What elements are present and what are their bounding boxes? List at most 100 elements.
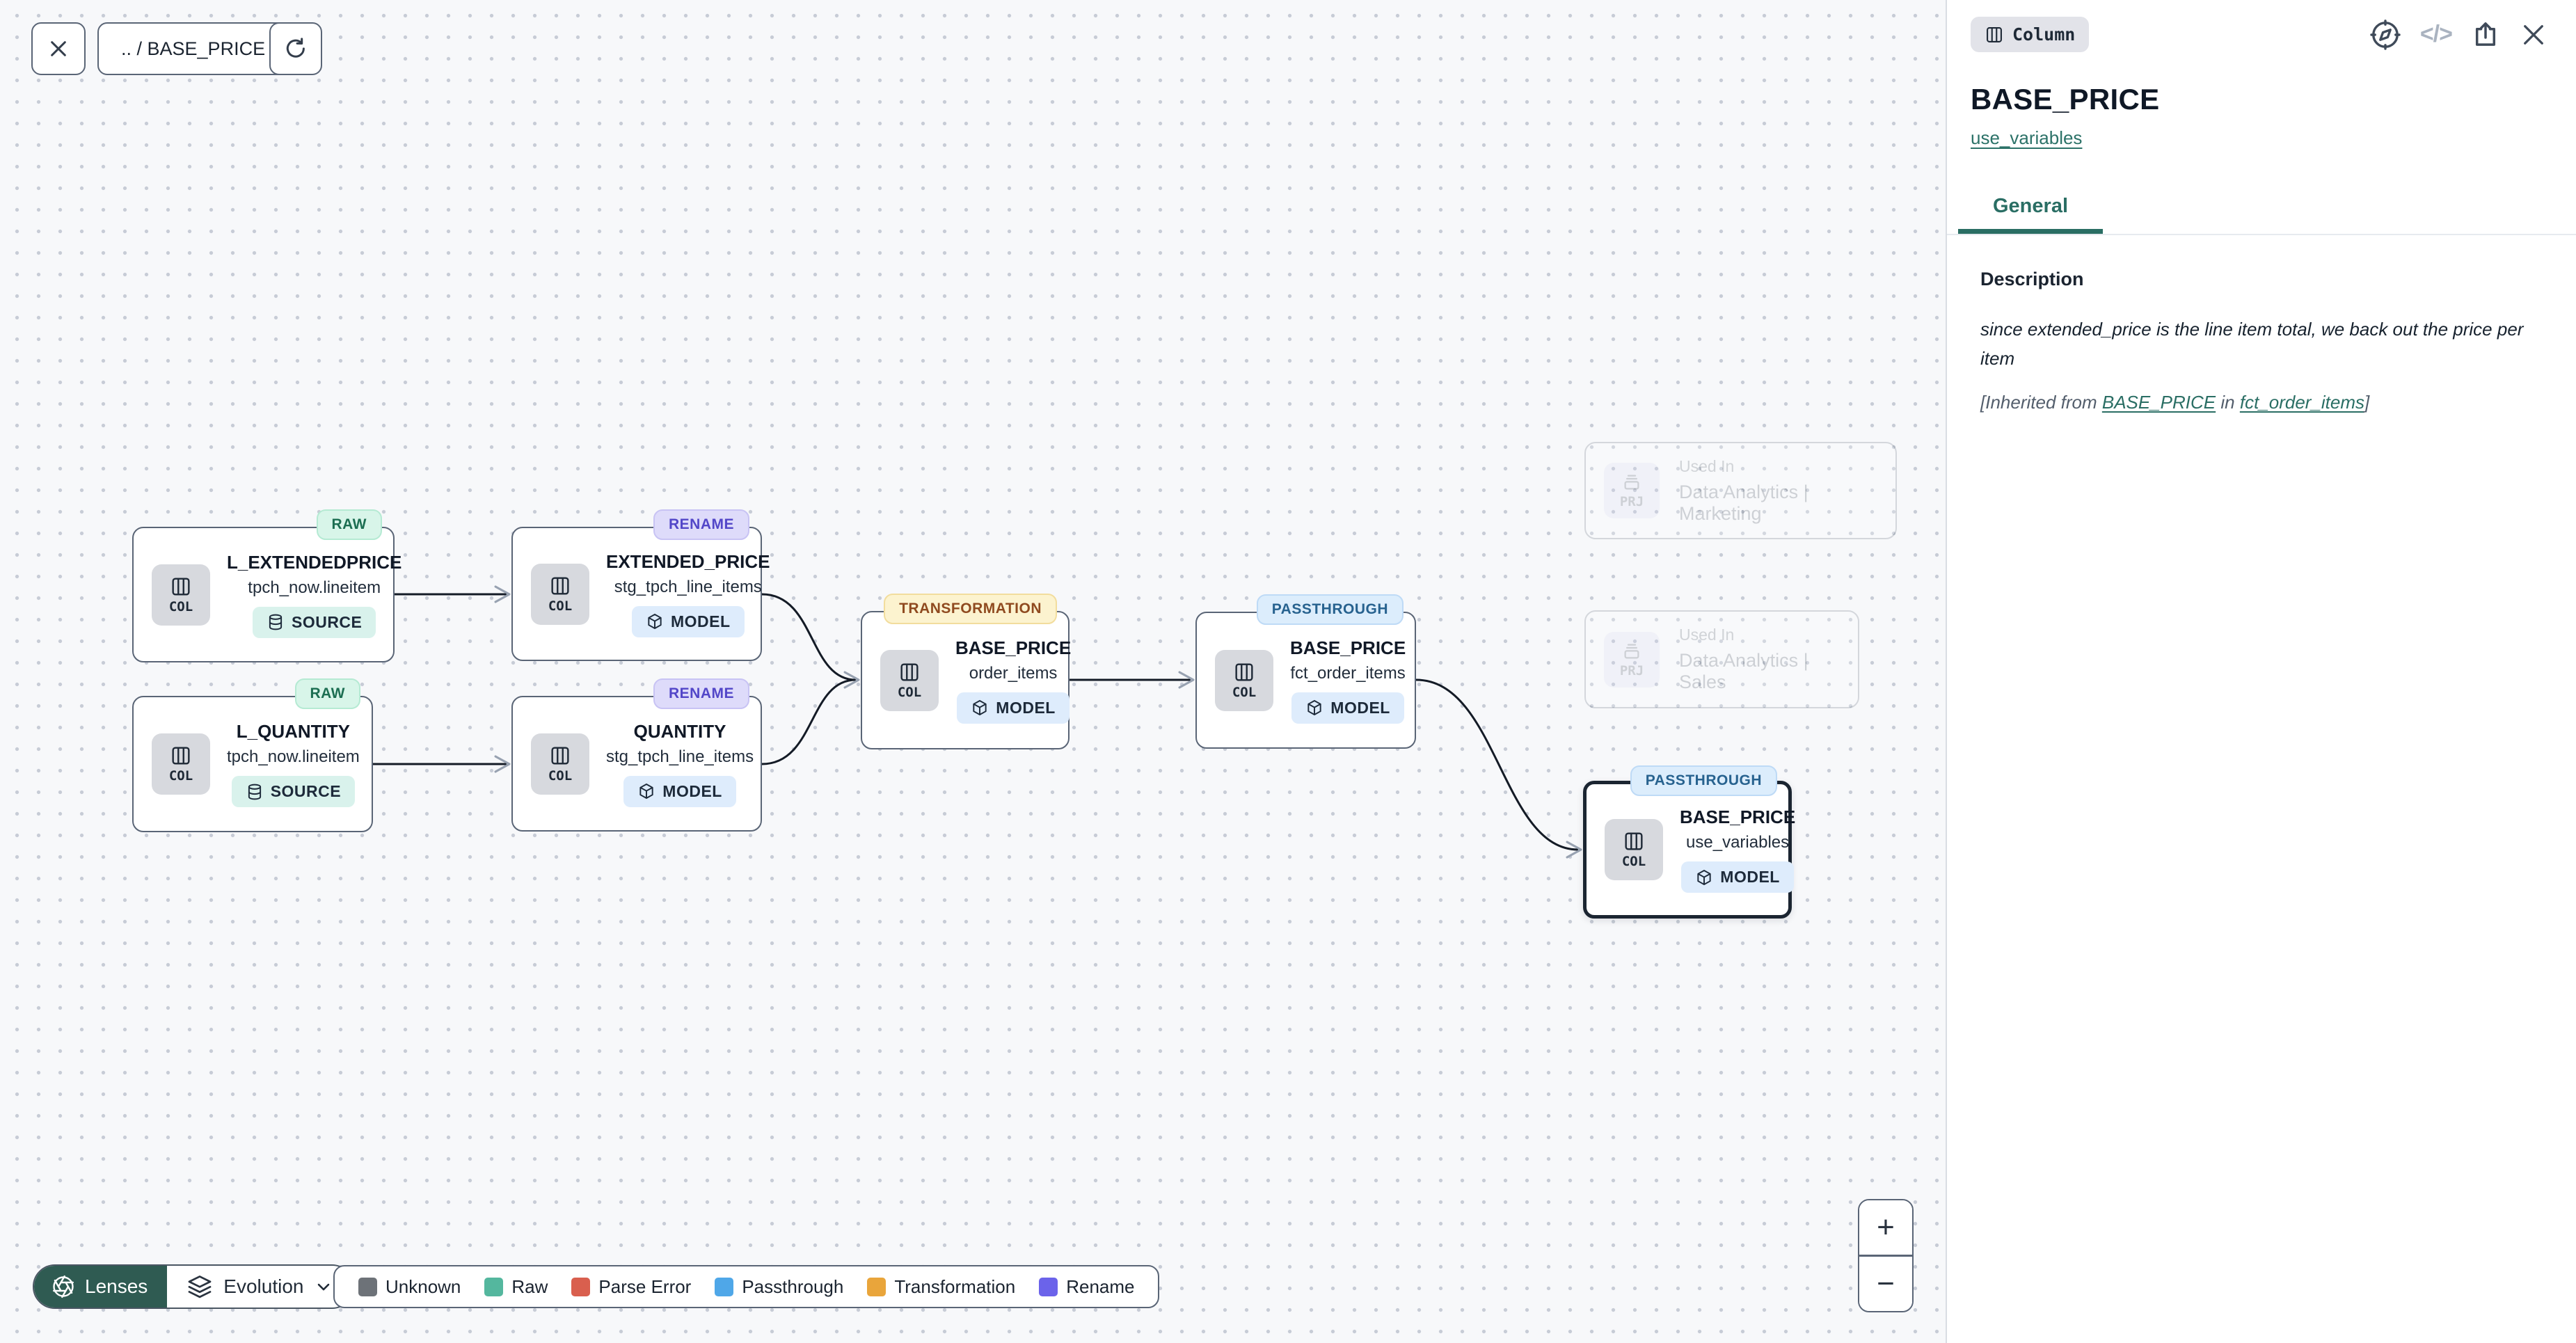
column-chip: COL — [531, 733, 589, 795]
lenses-button[interactable]: Lenses — [34, 1266, 167, 1308]
zoom-in-button[interactable]: + — [1859, 1200, 1912, 1255]
columns-icon — [898, 661, 921, 683]
project-icon — [1621, 641, 1642, 662]
used-in-name: Data Analytics | Sales — [1679, 650, 1840, 693]
lineage-badge: RENAME — [653, 509, 749, 540]
chip-label: COL — [1232, 685, 1256, 700]
columns-icon — [170, 745, 192, 767]
chip-label: COL — [169, 768, 193, 784]
entity-type-badge: Column — [1971, 17, 2089, 52]
node-subtitle: use_variables — [1686, 833, 1789, 852]
resource-type-badge: SOURCE — [253, 607, 376, 638]
model-link[interactable]: use_variables — [1971, 127, 2082, 149]
legend-item: Passthrough — [715, 1276, 843, 1298]
lineage-badge: RAW — [295, 678, 361, 709]
node-subtitle: tpch_now.lineitem — [248, 578, 381, 598]
plus-icon: + — [1877, 1210, 1895, 1244]
ghost-node-used-in-marketing[interactable]: PRJ Used In Data Analytics | Marketing — [1584, 442, 1897, 539]
resource-type-badge: SOURCE — [232, 776, 355, 807]
resource-type-badge: MODEL — [1291, 692, 1404, 724]
columns-icon — [549, 745, 571, 767]
node-l-extendedprice[interactable]: RAW COL L_EXTENDEDPRICE tpch_now.lineite… — [132, 527, 395, 662]
cube-icon — [971, 699, 989, 717]
columns-icon — [1623, 830, 1645, 852]
code-icon[interactable]: </> — [2420, 21, 2452, 48]
cube-icon — [1695, 868, 1713, 887]
resource-type-badge: MODEL — [632, 606, 745, 637]
inherited-column-link[interactable]: BASE_PRICE — [2102, 392, 2216, 413]
lineage-badge: RENAME — [653, 678, 749, 709]
node-title: BASE_PRICE — [1290, 637, 1406, 659]
compass-icon — [2369, 18, 2402, 51]
node-title: EXTENDED_PRICE — [606, 551, 770, 573]
legend-swatch — [867, 1278, 886, 1296]
project-chip: PRJ — [1604, 632, 1660, 688]
lineage-canvas[interactable]: .. / BASE_PRICE RAW COL L_EXTENDEDPRICE … — [0, 0, 1946, 1343]
columns-icon — [1985, 25, 2004, 45]
column-chip: COL — [152, 733, 210, 795]
columns-icon — [1233, 661, 1255, 683]
description-section: Description since extended_price is the … — [1947, 269, 2576, 418]
legend-item: Raw — [484, 1276, 548, 1298]
share-button[interactable] — [2470, 19, 2501, 50]
node-title: BASE_PRICE — [955, 637, 1071, 659]
used-in-label: Used In — [1679, 457, 1877, 476]
close-icon — [47, 38, 70, 60]
chip-label: PRJ — [1620, 663, 1644, 678]
node-subtitle: fct_order_items — [1290, 664, 1405, 683]
lens-selector-dropdown[interactable]: Evolution — [167, 1266, 353, 1308]
legend-swatch — [715, 1278, 733, 1296]
chip-label: COL — [1622, 854, 1646, 869]
explore-lineage-button[interactable] — [2369, 18, 2402, 51]
node-title: L_QUANTITY — [237, 721, 350, 742]
chip-label: COL — [169, 599, 193, 614]
column-chip: COL — [1215, 650, 1273, 711]
column-chip: COL — [531, 564, 589, 625]
cube-icon — [637, 782, 655, 800]
legend-swatch — [484, 1278, 503, 1296]
tab-general[interactable]: General — [1958, 186, 2103, 234]
resource-type-badge: MODEL — [957, 692, 1070, 724]
canvas-zoom-controls: + − — [1858, 1199, 1914, 1312]
columns-icon — [170, 575, 192, 598]
node-subtitle: stg_tpch_line_items — [606, 747, 754, 767]
node-subtitle: stg_tpch_line_items — [614, 578, 762, 597]
ghost-node-used-in-sales[interactable]: PRJ Used In Data Analytics | Sales — [1584, 610, 1859, 708]
node-subtitle: order_items — [969, 664, 1058, 683]
node-base-price-order-items[interactable]: TRANSFORMATION COL BASE_PRICE order_item… — [861, 611, 1070, 749]
refresh-button[interactable] — [269, 22, 322, 75]
columns-icon — [549, 575, 571, 597]
zoom-out-button[interactable]: − — [1859, 1257, 1912, 1311]
node-quantity[interactable]: RENAME COL QUANTITY stg_tpch_line_items … — [511, 696, 762, 832]
entity-type-label: Column — [2012, 24, 2075, 45]
column-chip: COL — [1605, 819, 1663, 880]
node-extended-price[interactable]: RENAME COL EXTENDED_PRICE stg_tpch_line_… — [511, 527, 762, 661]
legend-item: Rename — [1039, 1276, 1134, 1298]
legend-item: Parse Error — [571, 1276, 691, 1298]
description-body: since extended_price is the line item to… — [1980, 315, 2543, 373]
lineage-badge: TRANSFORMATION — [884, 594, 1057, 624]
node-l-quantity[interactable]: RAW COL L_QUANTITY tpch_now.lineitem SOU… — [132, 696, 373, 832]
close-icon — [2519, 20, 2548, 49]
lineage-legend: Unknown Raw Parse Error Passthrough Tran… — [333, 1265, 1159, 1308]
used-in-label: Used In — [1679, 626, 1840, 644]
project-chip: PRJ — [1604, 463, 1660, 518]
aperture-icon — [51, 1274, 76, 1299]
lineage-badge: RAW — [317, 509, 383, 540]
details-panel: Column </> BASE_PRICE use_variables Gene… — [1946, 0, 2576, 1343]
lenses-control: Lenses Evolution — [33, 1264, 354, 1309]
node-base-price-use-variables[interactable]: PASSTHROUGH COL BASE_PRICE use_variables… — [1583, 781, 1792, 919]
used-in-name: Data Analytics | Marketing — [1679, 482, 1877, 525]
chip-label: COL — [548, 598, 572, 614]
close-lineage-button[interactable] — [31, 22, 86, 75]
inherited-model-link[interactable]: fct_order_items — [2240, 392, 2364, 413]
node-subtitle: tpch_now.lineitem — [227, 747, 360, 767]
node-title: BASE_PRICE — [1680, 806, 1795, 828]
legend-swatch — [1039, 1278, 1058, 1296]
node-base-price-fct-order-items[interactable]: PASSTHROUGH COL BASE_PRICE fct_order_ite… — [1195, 612, 1416, 749]
breadcrumb[interactable]: .. / BASE_PRICE — [97, 22, 289, 75]
close-panel-button[interactable] — [2519, 20, 2548, 49]
legend-swatch — [571, 1278, 590, 1296]
inherited-note: [Inherited from BASE_PRICE in fct_order_… — [1980, 388, 2543, 418]
lineage-badge: PASSTHROUGH — [1630, 765, 1777, 796]
